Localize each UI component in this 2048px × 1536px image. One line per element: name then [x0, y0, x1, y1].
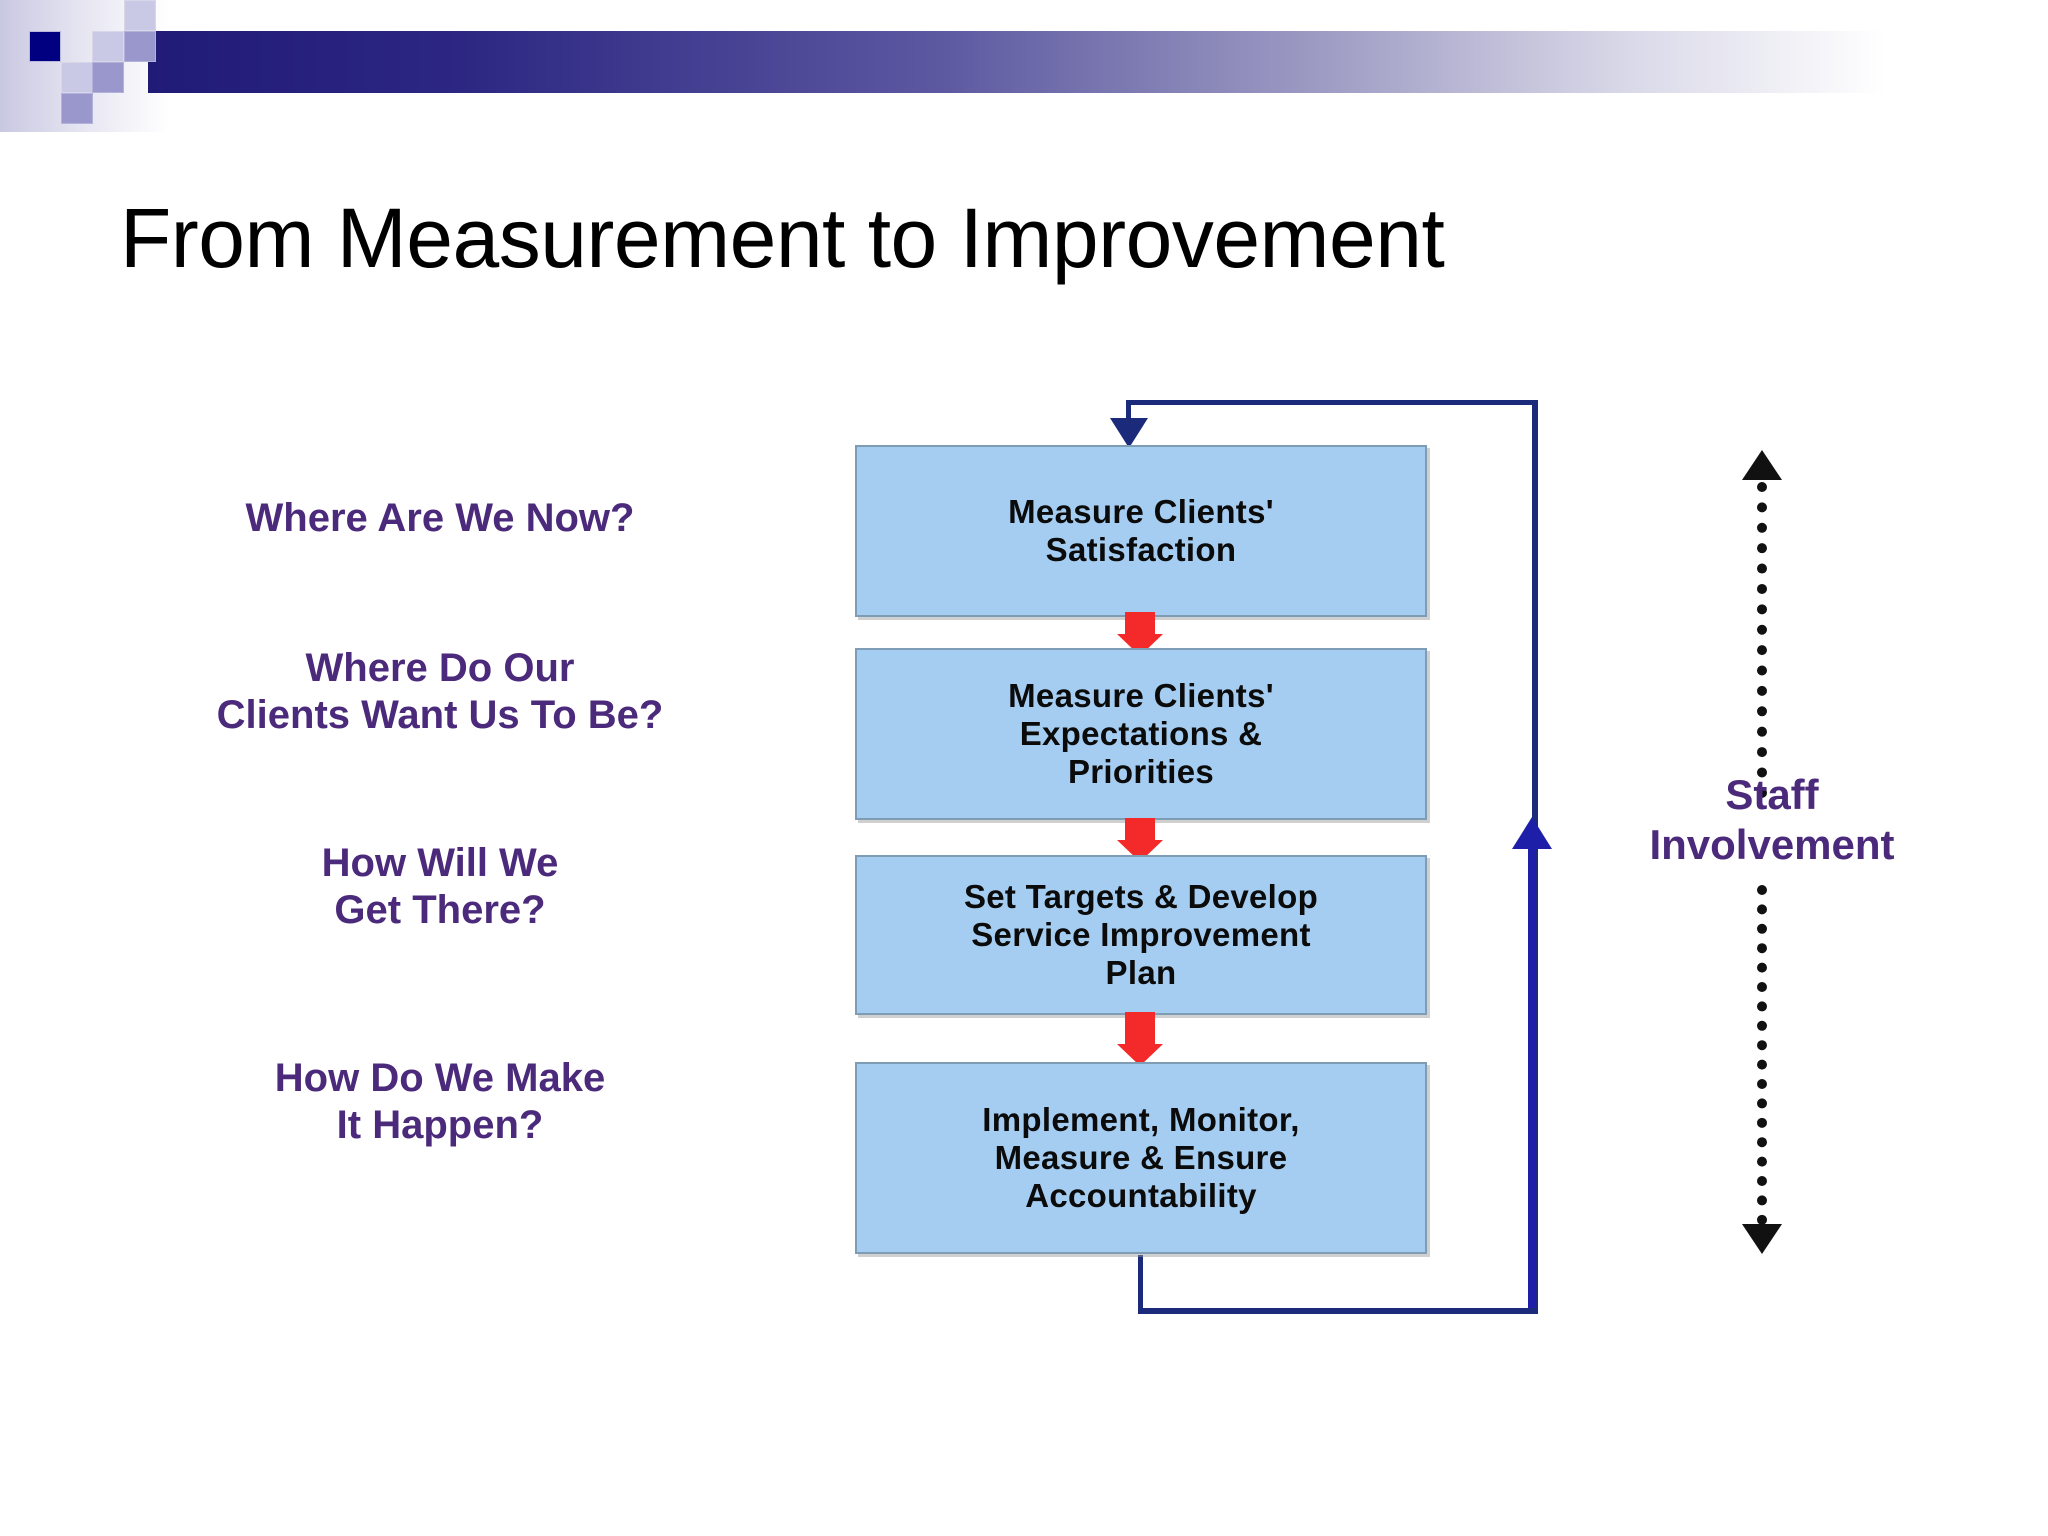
- question-line-1-1: Where Do Our: [305, 646, 575, 690]
- header-decoration: [0, 0, 2048, 132]
- header-square-dark: [29, 31, 61, 62]
- feedback-loop-bottom-stub: [1138, 1255, 1143, 1313]
- flow-box-measure-satisfaction[interactable]: Measure Clients' Satisfaction: [855, 445, 1427, 617]
- flow-box-2-line-2: Service Improvement: [971, 915, 1311, 953]
- feedback-loop-inner-shaft: [1528, 845, 1535, 1308]
- flow-box-3-line-2: Measure & Ensure: [994, 1138, 1288, 1176]
- feedback-loop-right-line: [1532, 400, 1538, 1314]
- flow-box-2-label: Set Targets & Develop Service Improvemen…: [964, 878, 1318, 993]
- staff-dotted-line-bottom: [1757, 885, 1767, 1225]
- header-square-light-2: [92, 31, 124, 62]
- staff-down-arrow-icon: [1742, 1224, 1782, 1254]
- red-arrow-icon-2: [1117, 1012, 1163, 1068]
- flow-box-3-line-1: Implement, Monitor,: [982, 1100, 1300, 1138]
- feedback-loop-down-arrow-icon: [1110, 418, 1148, 448]
- flow-box-measure-expectations[interactable]: Measure Clients' Expectations & Prioriti…: [855, 648, 1427, 820]
- red-arrow-shaft-0: [1125, 612, 1155, 636]
- question-line-3-2: It Happen?: [336, 1103, 544, 1148]
- feedback-loop-top-line: [1126, 400, 1538, 405]
- staff-label-line-2: Involvement: [1649, 821, 1895, 869]
- red-arrow-head-2: [1117, 1044, 1163, 1066]
- flow-box-set-targets[interactable]: Set Targets & Develop Service Improvemen…: [855, 855, 1427, 1015]
- header-square-light-3: [61, 62, 93, 93]
- flow-box-3-label: Implement, Monitor, Measure & Ensure Acc…: [982, 1101, 1299, 1216]
- question-item-1: Where Do Our Clients Want Us To Be?: [80, 645, 800, 739]
- question-line-0-1: Where Are We Now?: [245, 496, 635, 540]
- staff-dotted-line-top: [1757, 482, 1767, 798]
- header-square-mid-1: [124, 31, 156, 62]
- red-arrow-shaft-2: [1125, 1012, 1155, 1046]
- page-title: From Measurement to Improvement: [120, 191, 1445, 285]
- header-square-mid-2: [92, 62, 124, 93]
- question-item-0: Where Are We Now?: [80, 495, 800, 542]
- question-line-2-1: How Will We: [321, 841, 559, 885]
- question-item-3: How Do We Make It Happen?: [80, 1055, 800, 1149]
- staff-involvement-label: Staff Involvement: [1572, 770, 1972, 871]
- flow-box-2-line-1: Set Targets & Develop: [963, 877, 1319, 915]
- flow-box-0-line-2: Satisfaction: [1045, 531, 1237, 568]
- question-line-3-1: How Do We Make: [274, 1056, 606, 1100]
- feedback-loop-up-arrow-icon: [1512, 817, 1552, 849]
- red-arrow-shaft-1: [1125, 818, 1155, 842]
- question-line-2-2: Get There?: [334, 888, 546, 933]
- flow-box-1-line-2: Expectations &: [1019, 714, 1263, 752]
- feedback-loop-top-stub: [1126, 400, 1131, 422]
- flow-box-3-line-3: Accountability: [1025, 1177, 1257, 1215]
- flow-box-1-label: Measure Clients' Expectations & Prioriti…: [1008, 677, 1274, 792]
- header-gradient-bar: [148, 31, 1886, 93]
- staff-up-arrow-icon: [1742, 450, 1782, 480]
- header-square-light-1: [124, 0, 156, 31]
- flow-box-1-line-3: Priorities: [1067, 753, 1215, 791]
- flow-box-2-line-3: Plan: [1105, 954, 1177, 992]
- flow-box-implement-monitor[interactable]: Implement, Monitor, Measure & Ensure Acc…: [855, 1062, 1427, 1254]
- question-item-2: How Will We Get There?: [80, 840, 800, 934]
- flow-box-0-line-1: Measure Clients': [1008, 492, 1274, 530]
- feedback-loop-bottom-line: [1138, 1308, 1538, 1314]
- staff-label-line-1: Staff: [1725, 771, 1819, 818]
- question-line-1-2: Clients Want Us To Be?: [216, 693, 664, 738]
- header-square-mid-3: [61, 93, 93, 124]
- flow-box-0-label: Measure Clients' Satisfaction: [1008, 493, 1274, 570]
- flow-box-1-line-1: Measure Clients': [1008, 676, 1274, 714]
